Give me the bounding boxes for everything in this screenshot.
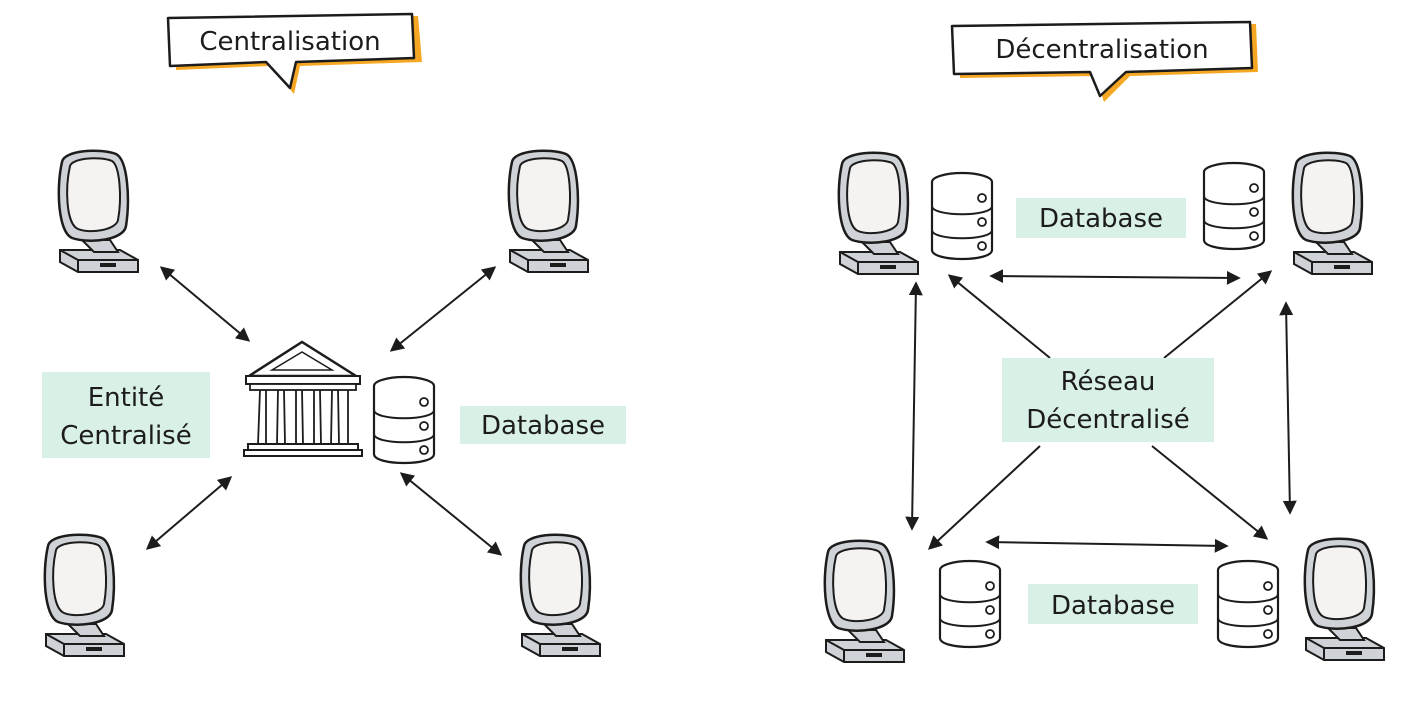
svg-text:Centralisé: Centralisé (60, 421, 191, 451)
decentralisation-title-bubble: Décentralisation (950, 20, 1258, 102)
database-label: Database (460, 406, 626, 444)
computer-icon (519, 533, 602, 658)
computer-icon (1291, 151, 1374, 276)
svg-text:Database: Database (1051, 591, 1175, 621)
svg-text:Database: Database (481, 411, 605, 441)
computer-icon (507, 149, 590, 274)
database-icon (1216, 559, 1280, 649)
svg-text:Entité: Entité (88, 383, 165, 413)
centralisation-title-bubble: Centralisation (166, 12, 422, 94)
svg-text:Database: Database (1039, 204, 1163, 234)
computer-icon (823, 539, 906, 664)
bank-icon (242, 340, 364, 458)
svg-text:Décentralisé: Décentralisé (1026, 405, 1190, 435)
centralisation-title: Centralisation (199, 27, 380, 57)
computer-icon (57, 149, 140, 274)
svg-text:Réseau: Réseau (1061, 367, 1156, 397)
database-icon (930, 171, 994, 261)
database-icon (938, 559, 1002, 649)
database-icon (372, 375, 436, 465)
database-label-bottom: Database (1028, 584, 1198, 624)
decentralisation-title: Décentralisation (995, 35, 1208, 65)
database-label-top: Database (1016, 198, 1186, 238)
computer-icon (1303, 537, 1386, 662)
network-label: Réseau Décentralisé (1002, 358, 1214, 442)
entity-label: Entité Centralisé (42, 372, 210, 458)
computer-icon (837, 151, 920, 276)
computer-icon (43, 533, 126, 658)
database-icon (1202, 161, 1266, 251)
arrow (145, 266, 503, 556)
arrow (927, 270, 1273, 550)
arrow (905, 269, 1297, 553)
